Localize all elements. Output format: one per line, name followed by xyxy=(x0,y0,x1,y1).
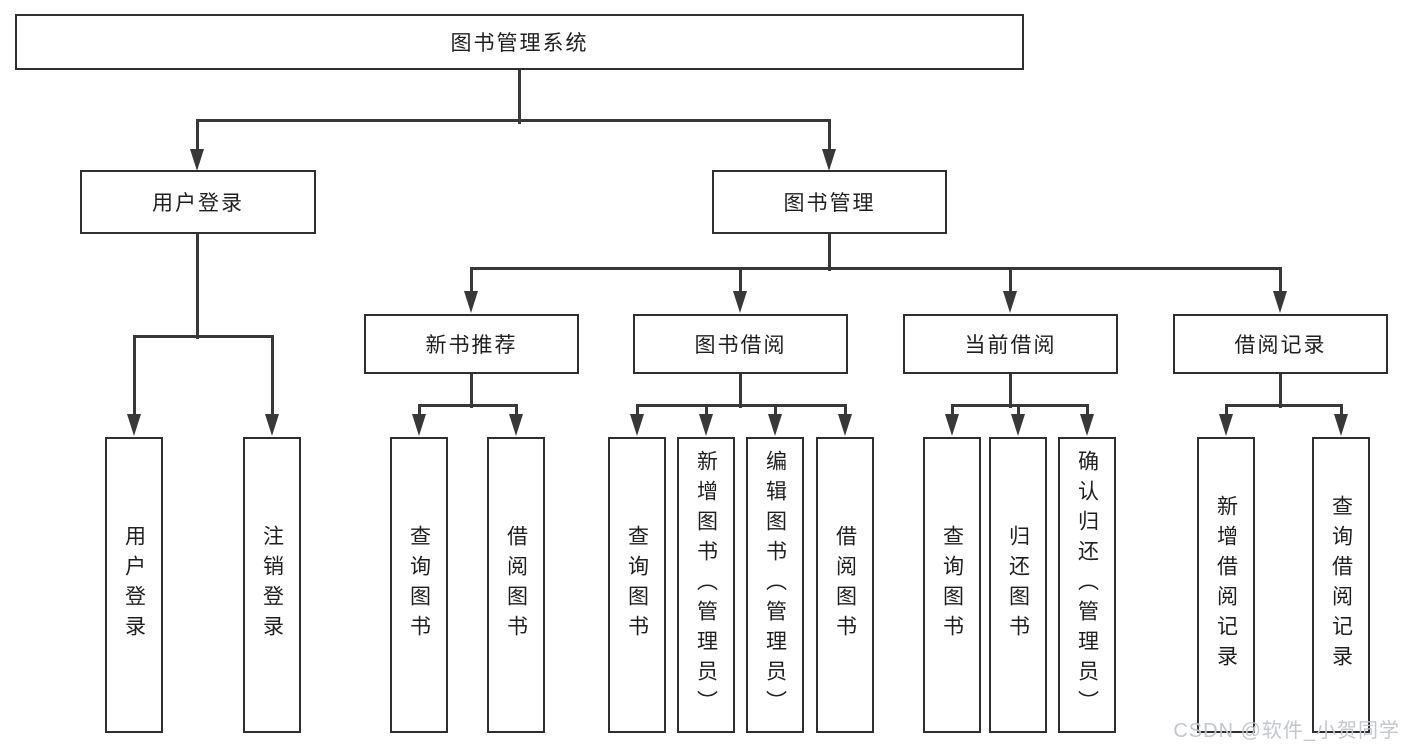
connector-line xyxy=(828,234,831,271)
connector-line xyxy=(739,374,742,408)
leaf-query-borrow-record: 查询借阅记录 xyxy=(1312,437,1370,733)
node-new-book-recommend: 新书推荐 xyxy=(364,314,579,374)
connector-line xyxy=(828,120,831,152)
leaf-bor-borrow-books: 借阅图书 xyxy=(816,437,874,733)
arrow-down-icon xyxy=(190,149,204,171)
node-new-book-recommend-label: 新书推荐 xyxy=(425,334,518,357)
connector-line xyxy=(1225,405,1228,416)
connector-line xyxy=(1009,374,1012,408)
node-borrowing-records-label: 借阅记录 xyxy=(1234,334,1327,357)
leaf-bor-edit-books-admin-label: 编辑图书（管理员） xyxy=(763,450,787,720)
arrow-down-icon xyxy=(1011,414,1025,436)
node-library-system: 图书管理系统 xyxy=(15,14,1024,70)
connector-line xyxy=(271,336,274,416)
leaf-user-login-label: 用户登录 xyxy=(122,525,146,645)
arrow-down-icon xyxy=(412,414,426,436)
arrow-down-icon xyxy=(838,414,852,436)
leaf-query-borrow-record-label: 查询借阅记录 xyxy=(1329,495,1353,675)
leaf-bor-query-books: 查询图书 xyxy=(608,437,666,733)
arrow-down-icon xyxy=(1003,291,1017,313)
connector-line xyxy=(1340,405,1343,416)
leaf-logout: 注销登录 xyxy=(243,437,301,733)
leaf-bor-add-books-admin: 新增图书（管理员） xyxy=(677,437,735,733)
connector-line xyxy=(196,234,199,339)
leaf-cur-confirm-return-admin: 确认归还（管理员） xyxy=(1058,437,1116,733)
leaf-bor-query-books-label: 查询图书 xyxy=(625,525,649,645)
watermark: CSDN @软件_小贺同学 xyxy=(1173,720,1400,742)
connector-line xyxy=(705,405,708,416)
connector-line xyxy=(636,405,639,416)
connector-line xyxy=(518,70,521,124)
leaf-rec-query-books: 查询图书 xyxy=(390,437,448,733)
node-book-management: 图书管理 xyxy=(712,170,947,234)
connector-line xyxy=(844,405,847,416)
arrow-down-icon xyxy=(265,414,279,436)
leaf-cur-confirm-return-admin-label: 确认归还（管理员） xyxy=(1075,450,1099,720)
arrow-down-icon xyxy=(699,414,713,436)
connector-line xyxy=(1086,405,1089,416)
leaf-cur-return-books: 归还图书 xyxy=(989,437,1047,733)
leaf-bor-add-books-admin-label: 新增图书（管理员） xyxy=(694,450,718,720)
arrow-down-icon xyxy=(822,149,836,171)
connector-line xyxy=(739,268,742,293)
node-library-system-label: 图书管理系统 xyxy=(450,32,589,55)
arrow-down-icon xyxy=(464,291,478,313)
leaf-cur-query-books: 查询图书 xyxy=(923,437,981,733)
connector-line xyxy=(470,374,473,408)
leaf-add-borrow-record: 新增借阅记录 xyxy=(1197,437,1255,733)
node-book-management-label: 图书管理 xyxy=(783,192,876,215)
connector-line xyxy=(1279,374,1282,408)
leaf-rec-borrow-books: 借阅图书 xyxy=(487,437,545,733)
node-borrowing-records: 借阅记录 xyxy=(1173,314,1388,374)
leaf-user-login: 用户登录 xyxy=(105,437,163,733)
leaf-cur-query-books-label: 查询图书 xyxy=(940,525,964,645)
node-current-borrowing-label: 当前借阅 xyxy=(964,334,1057,357)
connector-line xyxy=(951,405,954,416)
arrow-down-icon xyxy=(1080,414,1094,436)
leaf-rec-borrow-books-label: 借阅图书 xyxy=(504,525,528,645)
leaf-add-borrow-record-label: 新增借阅记录 xyxy=(1214,495,1238,675)
connector-line xyxy=(951,404,1089,407)
connector-line xyxy=(418,405,421,416)
leaf-rec-query-books-label: 查询图书 xyxy=(407,525,431,645)
connector-line xyxy=(636,404,847,407)
node-user-login-group: 用户登录 xyxy=(80,170,316,234)
connector-line xyxy=(774,405,777,416)
arrow-down-icon xyxy=(1273,291,1287,313)
connector-line xyxy=(196,120,199,152)
node-user-login-group-label: 用户登录 xyxy=(152,192,244,215)
connector-line xyxy=(1017,405,1020,416)
node-book-borrowing: 图书借阅 xyxy=(633,314,848,374)
connector-line xyxy=(133,335,274,338)
connector-line xyxy=(1009,268,1012,293)
connector-line xyxy=(1279,268,1282,293)
leaf-bor-edit-books-admin: 编辑图书（管理员） xyxy=(746,437,804,733)
connector-line xyxy=(418,404,518,407)
connector-line xyxy=(196,119,831,122)
connector-line xyxy=(515,405,518,416)
arrow-down-icon xyxy=(127,414,141,436)
arrow-down-icon xyxy=(630,414,644,436)
connector-line xyxy=(470,267,1282,270)
node-book-borrowing-label: 图书借阅 xyxy=(694,334,787,357)
connector-line xyxy=(1225,404,1343,407)
arrow-down-icon xyxy=(768,414,782,436)
arrow-down-icon xyxy=(733,291,747,313)
leaf-cur-return-books-label: 归还图书 xyxy=(1006,525,1030,645)
connector-line xyxy=(133,336,136,416)
connector-line xyxy=(470,268,473,293)
arrow-down-icon xyxy=(945,414,959,436)
arrow-down-icon xyxy=(1219,414,1233,436)
leaf-bor-borrow-books-label: 借阅图书 xyxy=(833,525,857,645)
arrow-down-icon xyxy=(509,414,523,436)
leaf-logout-label: 注销登录 xyxy=(260,525,284,645)
node-current-borrowing: 当前借阅 xyxy=(903,314,1118,374)
arrow-down-icon xyxy=(1334,414,1348,436)
